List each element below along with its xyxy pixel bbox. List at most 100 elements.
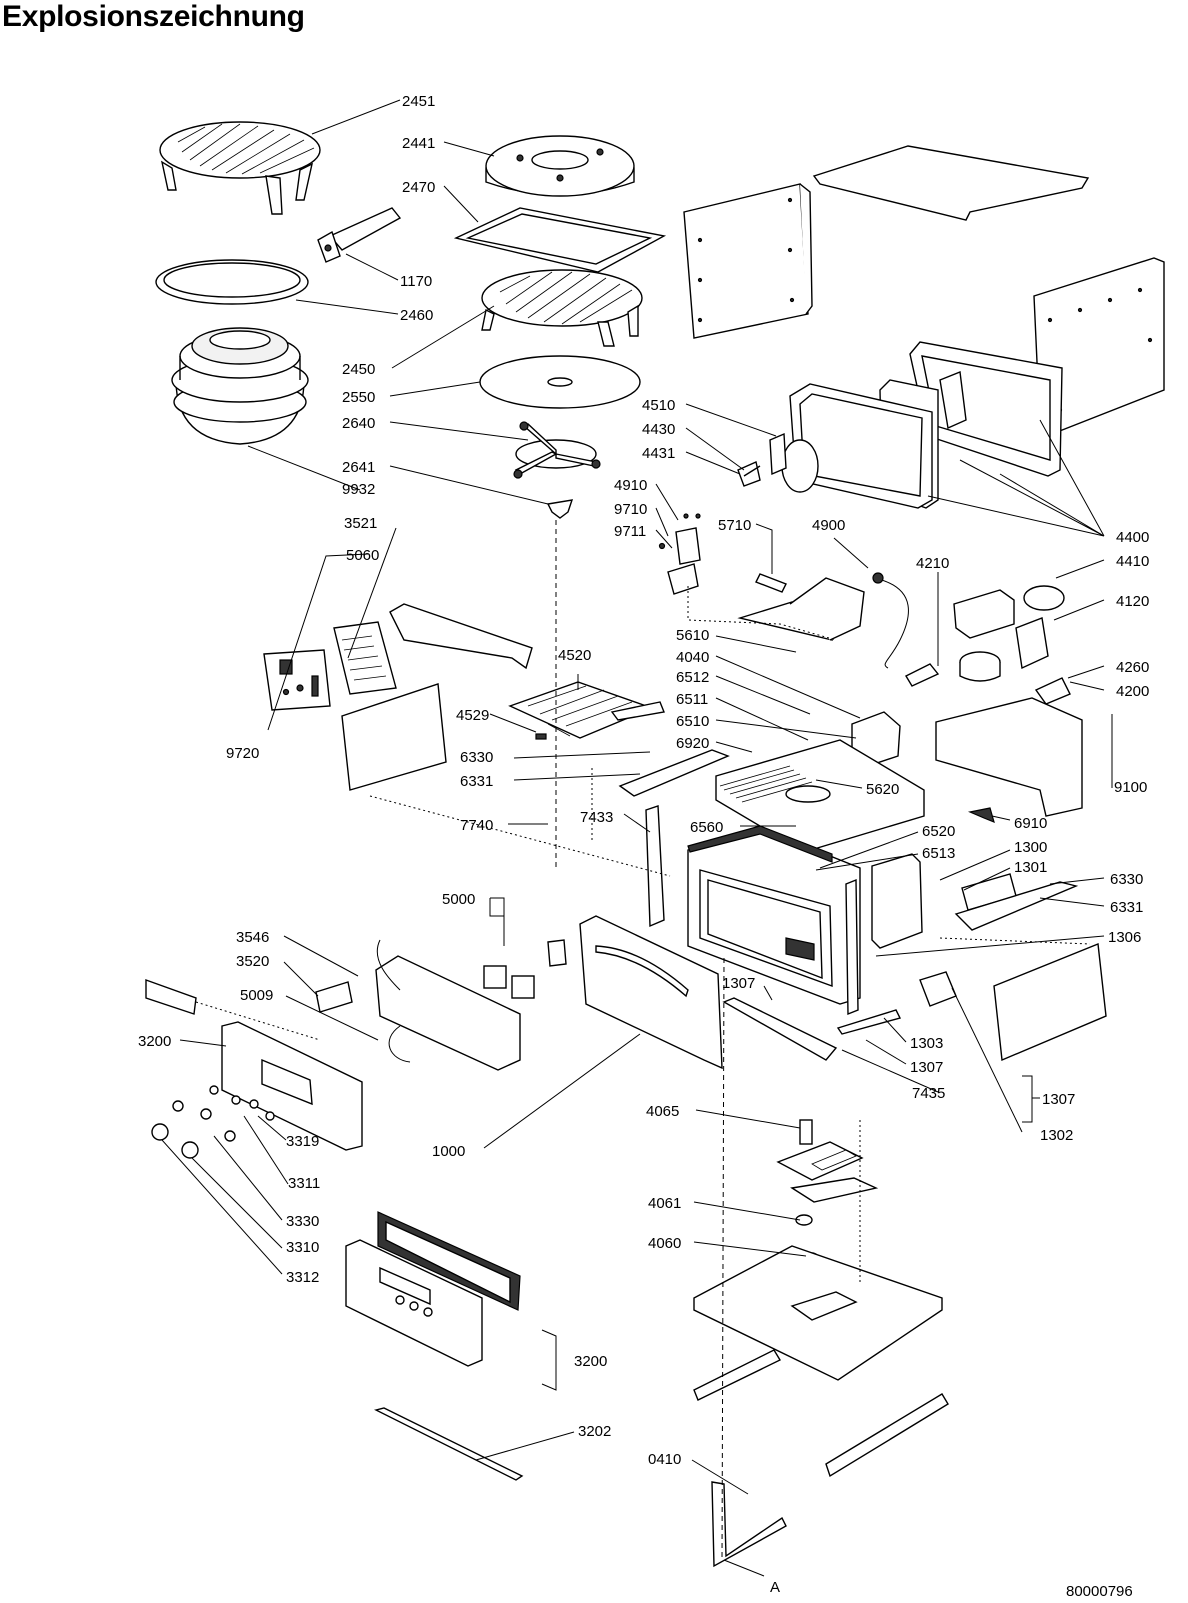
callout-4910: 4910 [614,477,647,494]
callout-6512: 6512 [676,669,709,686]
callout-6330-left: 6330 [460,749,493,766]
rail-7433 [645,805,665,928]
callout-3521: 3521 [344,515,377,532]
callout-2640: 2640 [342,415,375,432]
control-housing-3520 [315,939,521,1071]
knobs-3310 [151,1085,275,1159]
callout-4520: 4520 [558,647,591,664]
callout-2441: 2441 [402,135,435,152]
callout-4210: 4210 [916,555,949,572]
cavity-frames-4400 [789,341,1063,509]
turntable-2550 [479,355,641,409]
callout-4900: 4900 [812,517,845,534]
callout-9720: 9720 [226,745,259,762]
insulation-mat-left [341,683,447,791]
cable-4900 [873,577,909,669]
callout-1306: 1306 [1108,929,1141,946]
callout-9932: 9932 [342,481,375,498]
cover-2441 [485,135,635,197]
tray-2470 [453,207,667,273]
callout-1300: 1300 [1014,839,1047,856]
leader-lines [161,99,1113,1577]
callout-2451: 2451 [402,93,435,110]
callout-2450: 2450 [342,361,375,378]
callout-4431: 4431 [642,445,675,462]
callout-1307-b: 1307 [910,1059,943,1076]
callout-3312: 3312 [286,1269,319,1286]
sensor-5710 [755,573,787,593]
side-panel-left [683,183,813,339]
coupler-2641 [546,499,574,519]
door-1000 [579,915,723,1070]
callout-0410: 0410 [648,1451,681,1468]
callout-4260: 4260 [1116,659,1149,676]
callout-5610: 5610 [676,627,709,644]
roller-ring-2640 [513,421,601,479]
callout-1170: 1170 [400,273,432,290]
grill-rail-6331 [618,749,730,797]
assembly-lines [195,520,1091,1561]
callout-2460: 2460 [400,307,433,324]
callout-labels: 2451 2441 2470 1170 2460 2450 2550 2640 … [138,93,1149,1600]
callout-3546: 3546 [236,929,269,946]
drawing-number: 80000796 [1066,1583,1133,1600]
oven-cavity-1000 [687,825,861,1005]
door-glass-3200 [345,1211,521,1367]
callout-5009: 5009 [240,987,273,1004]
plate-2460 [155,259,309,305]
grill-bracket-6330 [610,701,665,721]
parts-layer [145,121,1165,1568]
callout-3330: 3330 [286,1213,319,1230]
connector-4900 [872,572,884,584]
capacitor-4210 [905,663,940,687]
rack-2450 [481,269,643,347]
insulation-mat-right [993,943,1107,1062]
callout-2641: 2641 [342,459,375,476]
fuse-holder-4260 [1034,677,1071,705]
callout-1307-a: 1307 [722,975,755,992]
callout-5060: 5060 [346,547,379,564]
air-duct-5610 [737,577,865,641]
cavity-top-5620 [715,739,925,853]
fan-assembly-4510 [737,432,819,493]
callout-1000: 1000 [432,1143,465,1160]
callout-6513: 6513 [922,845,955,862]
callout-1302: 1302 [1040,1127,1073,1144]
callout-4529: 4529 [456,707,489,724]
side-frame-right [871,853,923,949]
bottom-parts-4060 [776,1119,879,1268]
callout-3200-panel: 3200 [138,1033,171,1050]
callout-4120: 4120 [1116,593,1149,610]
callout-4060: 4060 [648,1235,681,1252]
bottom-rail-right [825,1393,949,1478]
round-rack-2451 [159,121,321,215]
callout-5620: 5620 [866,781,899,798]
latch-assembly-1300 [954,873,1079,931]
callout-1307-c: 1307 [1042,1091,1075,1108]
callout-3319: 3319 [286,1133,319,1150]
bracket-rail [389,603,533,670]
callout-3200-door: 3200 [574,1353,607,1370]
callout-6510: 6510 [676,713,709,730]
callout-1301: 1301 [1014,859,1047,876]
callout-9100: 9100 [1114,779,1147,796]
callout-6520: 6520 [922,823,955,840]
callout-4400: 4400 [1116,529,1149,546]
callout-6331-left: 6331 [460,773,493,790]
view-marker-a: A [770,1579,780,1596]
callout-3311: 3311 [288,1175,320,1192]
door-switch-4910 [658,513,701,595]
callout-6560: 6560 [690,819,723,836]
callout-7435: 7435 [912,1085,945,1102]
top-cover-panel [812,145,1090,221]
callout-4040: 4040 [676,649,709,666]
callout-5000: 5000 [442,891,475,908]
callout-6511: 6511 [676,691,708,708]
control-board-9720 [263,649,331,711]
strip-right [845,878,859,1016]
bottom-rail-left [693,1349,781,1401]
callout-6330-right: 6330 [1110,871,1143,888]
callout-2550: 2550 [342,389,375,406]
callout-4200: 4200 [1116,683,1149,700]
